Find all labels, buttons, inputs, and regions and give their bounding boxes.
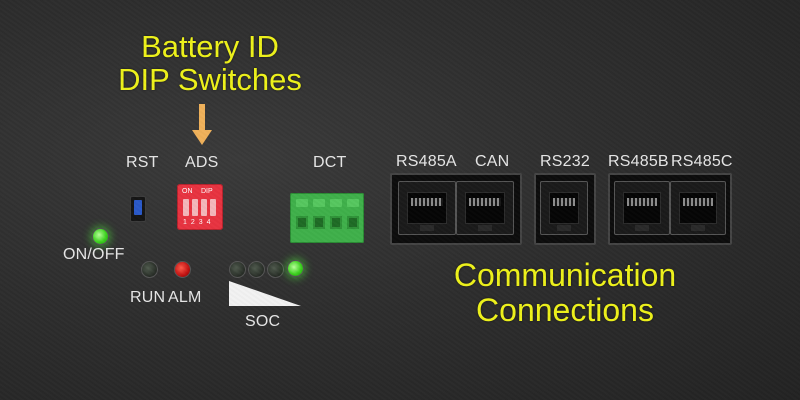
terminal-pin-4	[347, 216, 359, 229]
port-contacts	[469, 198, 501, 206]
soc-led-1	[229, 261, 246, 278]
communication-annotation: Communication Connections	[430, 258, 700, 327]
port-opening	[549, 192, 579, 224]
dct-label: DCT	[313, 154, 347, 171]
ads-label: ADS	[185, 154, 219, 171]
port-latch	[557, 225, 571, 231]
run-label: RUN	[130, 289, 166, 306]
soc-led-3	[267, 261, 284, 278]
reset-switch[interactable]	[130, 196, 146, 222]
can-label: CAN	[475, 153, 510, 170]
arrow-down-icon	[192, 104, 212, 145]
annotation-line-2: DIP Switches	[118, 62, 302, 98]
run-led	[141, 261, 158, 278]
terminal-screw-2[interactable]	[313, 199, 325, 207]
rs232-port[interactable]	[540, 181, 588, 235]
alm-label: ALM	[168, 289, 202, 306]
rs485a-label: RS485A	[396, 153, 457, 170]
dip-switch-block[interactable]: ON DIP 1234	[177, 184, 223, 230]
soc-led-2	[248, 261, 265, 278]
rs485b-label: RS485B	[608, 153, 669, 170]
dip-switches-annotation: Battery ID DIP Switches	[95, 30, 325, 97]
port-opening	[623, 192, 661, 224]
dip-switch-1[interactable]	[183, 199, 189, 216]
annotation-line-1: Battery ID	[141, 29, 279, 64]
rst-label: RST	[126, 154, 159, 171]
rs232-label: RS232	[540, 153, 590, 170]
soc-label: SOC	[245, 313, 281, 330]
terminal-screw-3[interactable]	[330, 199, 342, 207]
port-contacts	[411, 198, 443, 206]
dip-on-label: ON	[182, 188, 193, 195]
rs485c-port[interactable]	[670, 181, 726, 235]
annotation-line-2: Connections	[476, 291, 654, 328]
rs485b-port[interactable]	[614, 181, 670, 235]
on-off-label: ON/OFF	[63, 246, 125, 263]
port-contacts	[553, 198, 575, 206]
dip-switch-3[interactable]	[201, 199, 207, 216]
rs485a-port[interactable]	[398, 181, 456, 235]
dip-numbers: 1234	[183, 219, 215, 226]
terminal-pin-3	[330, 216, 342, 229]
terminal-screw-4[interactable]	[347, 199, 359, 207]
port-latch	[478, 225, 492, 231]
port-contacts	[683, 198, 713, 206]
soc-led-4	[287, 260, 304, 277]
port-latch	[691, 225, 705, 231]
dct-terminal-block[interactable]	[290, 193, 364, 243]
port-contacts	[627, 198, 657, 206]
dip-switch-4[interactable]	[210, 199, 216, 216]
power-led	[92, 228, 109, 245]
rs485c-label: RS485C	[671, 153, 733, 170]
annotation-line-1: Communication	[453, 257, 677, 293]
dip-switch-2[interactable]	[192, 199, 198, 216]
port-opening	[407, 192, 447, 224]
port-latch	[635, 225, 649, 231]
port-opening	[465, 192, 505, 224]
terminal-pin-2	[313, 216, 325, 229]
port-opening	[679, 192, 717, 224]
port-latch	[420, 225, 434, 231]
can-port[interactable]	[456, 181, 514, 235]
alarm-led	[174, 261, 191, 278]
dip-label: DIP	[201, 188, 213, 195]
soc-gauge-icon	[229, 281, 301, 306]
terminal-screw-1[interactable]	[296, 199, 308, 207]
terminal-pin-1	[296, 216, 308, 229]
